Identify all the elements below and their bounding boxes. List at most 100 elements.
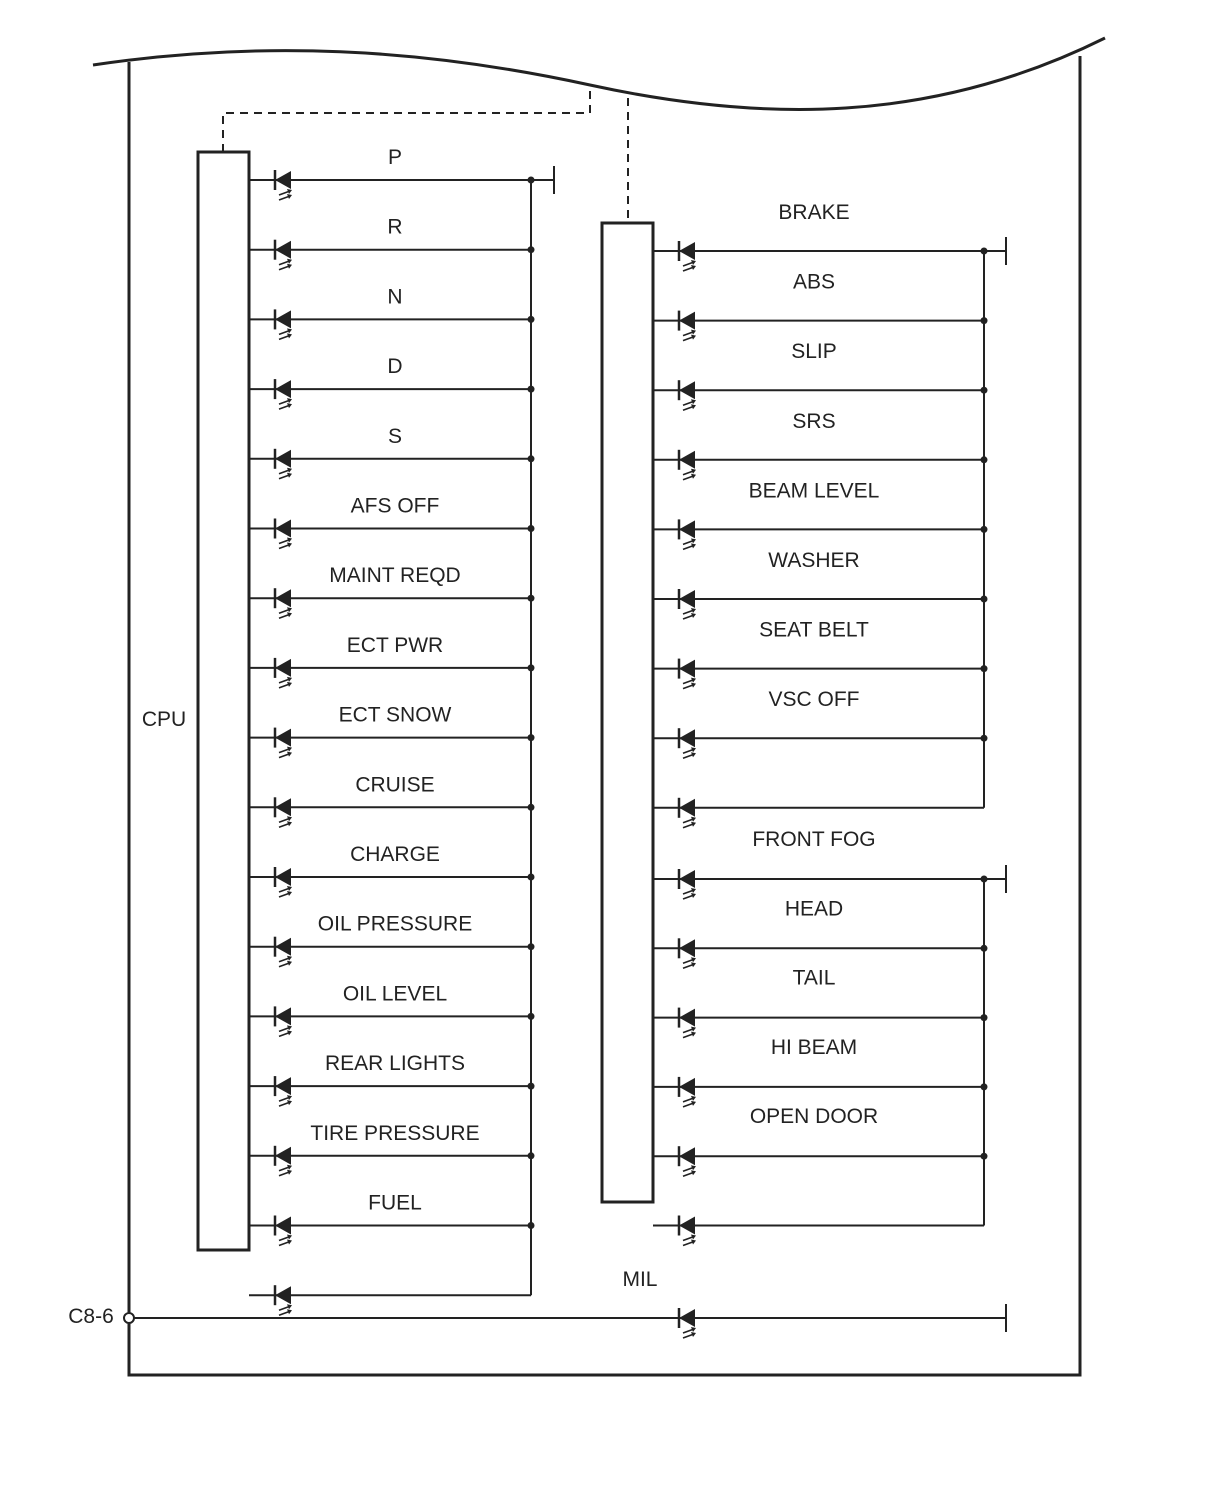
indicator-label: FRONT FOG [752, 828, 875, 851]
led-icon [677, 797, 696, 829]
indicator-label: HEAD [785, 897, 843, 920]
cpu-label: CPU [142, 708, 186, 731]
meter-housing [92, 36, 1106, 1377]
mil-led-icon [677, 1308, 696, 1339]
cpu-link-dashed-line [222, 90, 629, 223]
led-icon [677, 658, 696, 690]
junction-dot [527, 1082, 535, 1090]
indicator-label: REAR LIGHTS [325, 1052, 465, 1075]
junction-dot [527, 1152, 535, 1160]
cpu-block-left [196, 150, 251, 1252]
led-icon [677, 1308, 696, 1339]
junction-dot [527, 594, 535, 602]
junction-dot [527, 315, 535, 323]
led-icon [677, 869, 696, 900]
junction-dot [980, 247, 988, 255]
led-icon [273, 170, 292, 201]
indicator-label: S [388, 425, 402, 448]
indicator-label: OIL LEVEL [343, 982, 447, 1005]
cpu-block-right [600, 221, 655, 1204]
led-icon [677, 728, 696, 759]
junction-dot [527, 734, 535, 742]
junction-dot [527, 176, 535, 184]
junction-dot [527, 943, 535, 951]
indicator-label: CHARGE [350, 843, 440, 866]
junction-dot [980, 386, 988, 394]
indicator-label: SLIP [791, 340, 837, 363]
led-icon [273, 657, 292, 689]
indicator-label: OIL PRESSURE [318, 913, 472, 936]
indicator-label: P [388, 146, 402, 169]
junction-dot [527, 1012, 535, 1020]
led-icon [273, 797, 292, 829]
indicator-label: SEAT BELT [759, 619, 869, 642]
led-icon [273, 588, 292, 619]
indicator-label: MAINT REQD [329, 564, 460, 587]
led-icon [677, 1146, 696, 1177]
junction-dot [980, 665, 988, 673]
mil-circuit [123, 1304, 1007, 1339]
indicator-label: ECT PWR [347, 634, 443, 657]
indicator-label: VSC OFF [768, 688, 859, 711]
led-icon [677, 938, 696, 970]
indicator-label: ABS [793, 271, 835, 294]
junction-dot [980, 875, 988, 883]
junction-dot [980, 1083, 988, 1091]
indicator-label: WASHER [768, 549, 859, 572]
indicator-label: CRUISE [355, 773, 434, 796]
mil-label: MIL [622, 1268, 657, 1291]
led-icon [273, 727, 292, 759]
junction-dot [980, 944, 988, 952]
led-icon [273, 1145, 292, 1177]
led-icon [273, 309, 292, 341]
junction-dot [980, 734, 988, 742]
led-icon [273, 239, 292, 271]
junction-dot [527, 803, 535, 811]
junction-dot [980, 317, 988, 325]
indicator-label: ECT SNOW [339, 704, 452, 727]
junction-dot [527, 525, 535, 532]
junction-dot [527, 873, 535, 881]
led-icon [273, 1076, 292, 1107]
led-icon [273, 518, 292, 550]
led-icon [273, 867, 292, 898]
led-icon [677, 1215, 696, 1247]
led-icon [677, 310, 696, 342]
indicator-label: SRS [792, 410, 835, 433]
junction-dot [980, 595, 988, 603]
led-icon [677, 519, 696, 551]
led-icon [273, 936, 292, 968]
led-icon [273, 1215, 292, 1247]
connector-label: C8-6 [68, 1305, 114, 1328]
junction-dot [527, 664, 535, 672]
junction-dot [980, 456, 988, 464]
connector-terminal [123, 1312, 135, 1324]
led-icon [273, 1285, 292, 1316]
led-icon [273, 379, 292, 410]
junction-dot [527, 246, 535, 254]
indicator-label: OPEN DOOR [750, 1105, 878, 1128]
junction-dot [980, 1014, 988, 1022]
led-icon [677, 241, 696, 272]
led-icon [677, 589, 696, 620]
led-icon [273, 448, 292, 480]
indicator-label: TIRE PRESSURE [310, 1122, 479, 1145]
led-icon [677, 1076, 696, 1108]
indicator-label: HI BEAM [771, 1036, 857, 1059]
junction-dot [527, 385, 535, 393]
led-icon [677, 449, 696, 481]
indicator-label: D [387, 355, 402, 378]
indicator-label: BEAM LEVEL [749, 479, 880, 502]
indicator-label: N [387, 285, 402, 308]
right-top-indicator-column: BRAKE ABS SLIP SRS BEAM LEVEL WASHER SEAT BELT… [653, 201, 1007, 829]
junction-dot [980, 1152, 988, 1160]
junction-dot [527, 1222, 535, 1229]
indicator-label: AFS OFF [351, 495, 440, 518]
right-bottom-indicator-column: FRONT FOG HEAD TAIL HI BEAM OPEN DOOR [653, 828, 1007, 1247]
junction-dot [980, 525, 988, 533]
indicator-label: TAIL [793, 967, 836, 990]
indicator-label: BRAKE [778, 201, 849, 224]
junction-dot [527, 455, 535, 463]
indicator-label: R [387, 216, 402, 239]
